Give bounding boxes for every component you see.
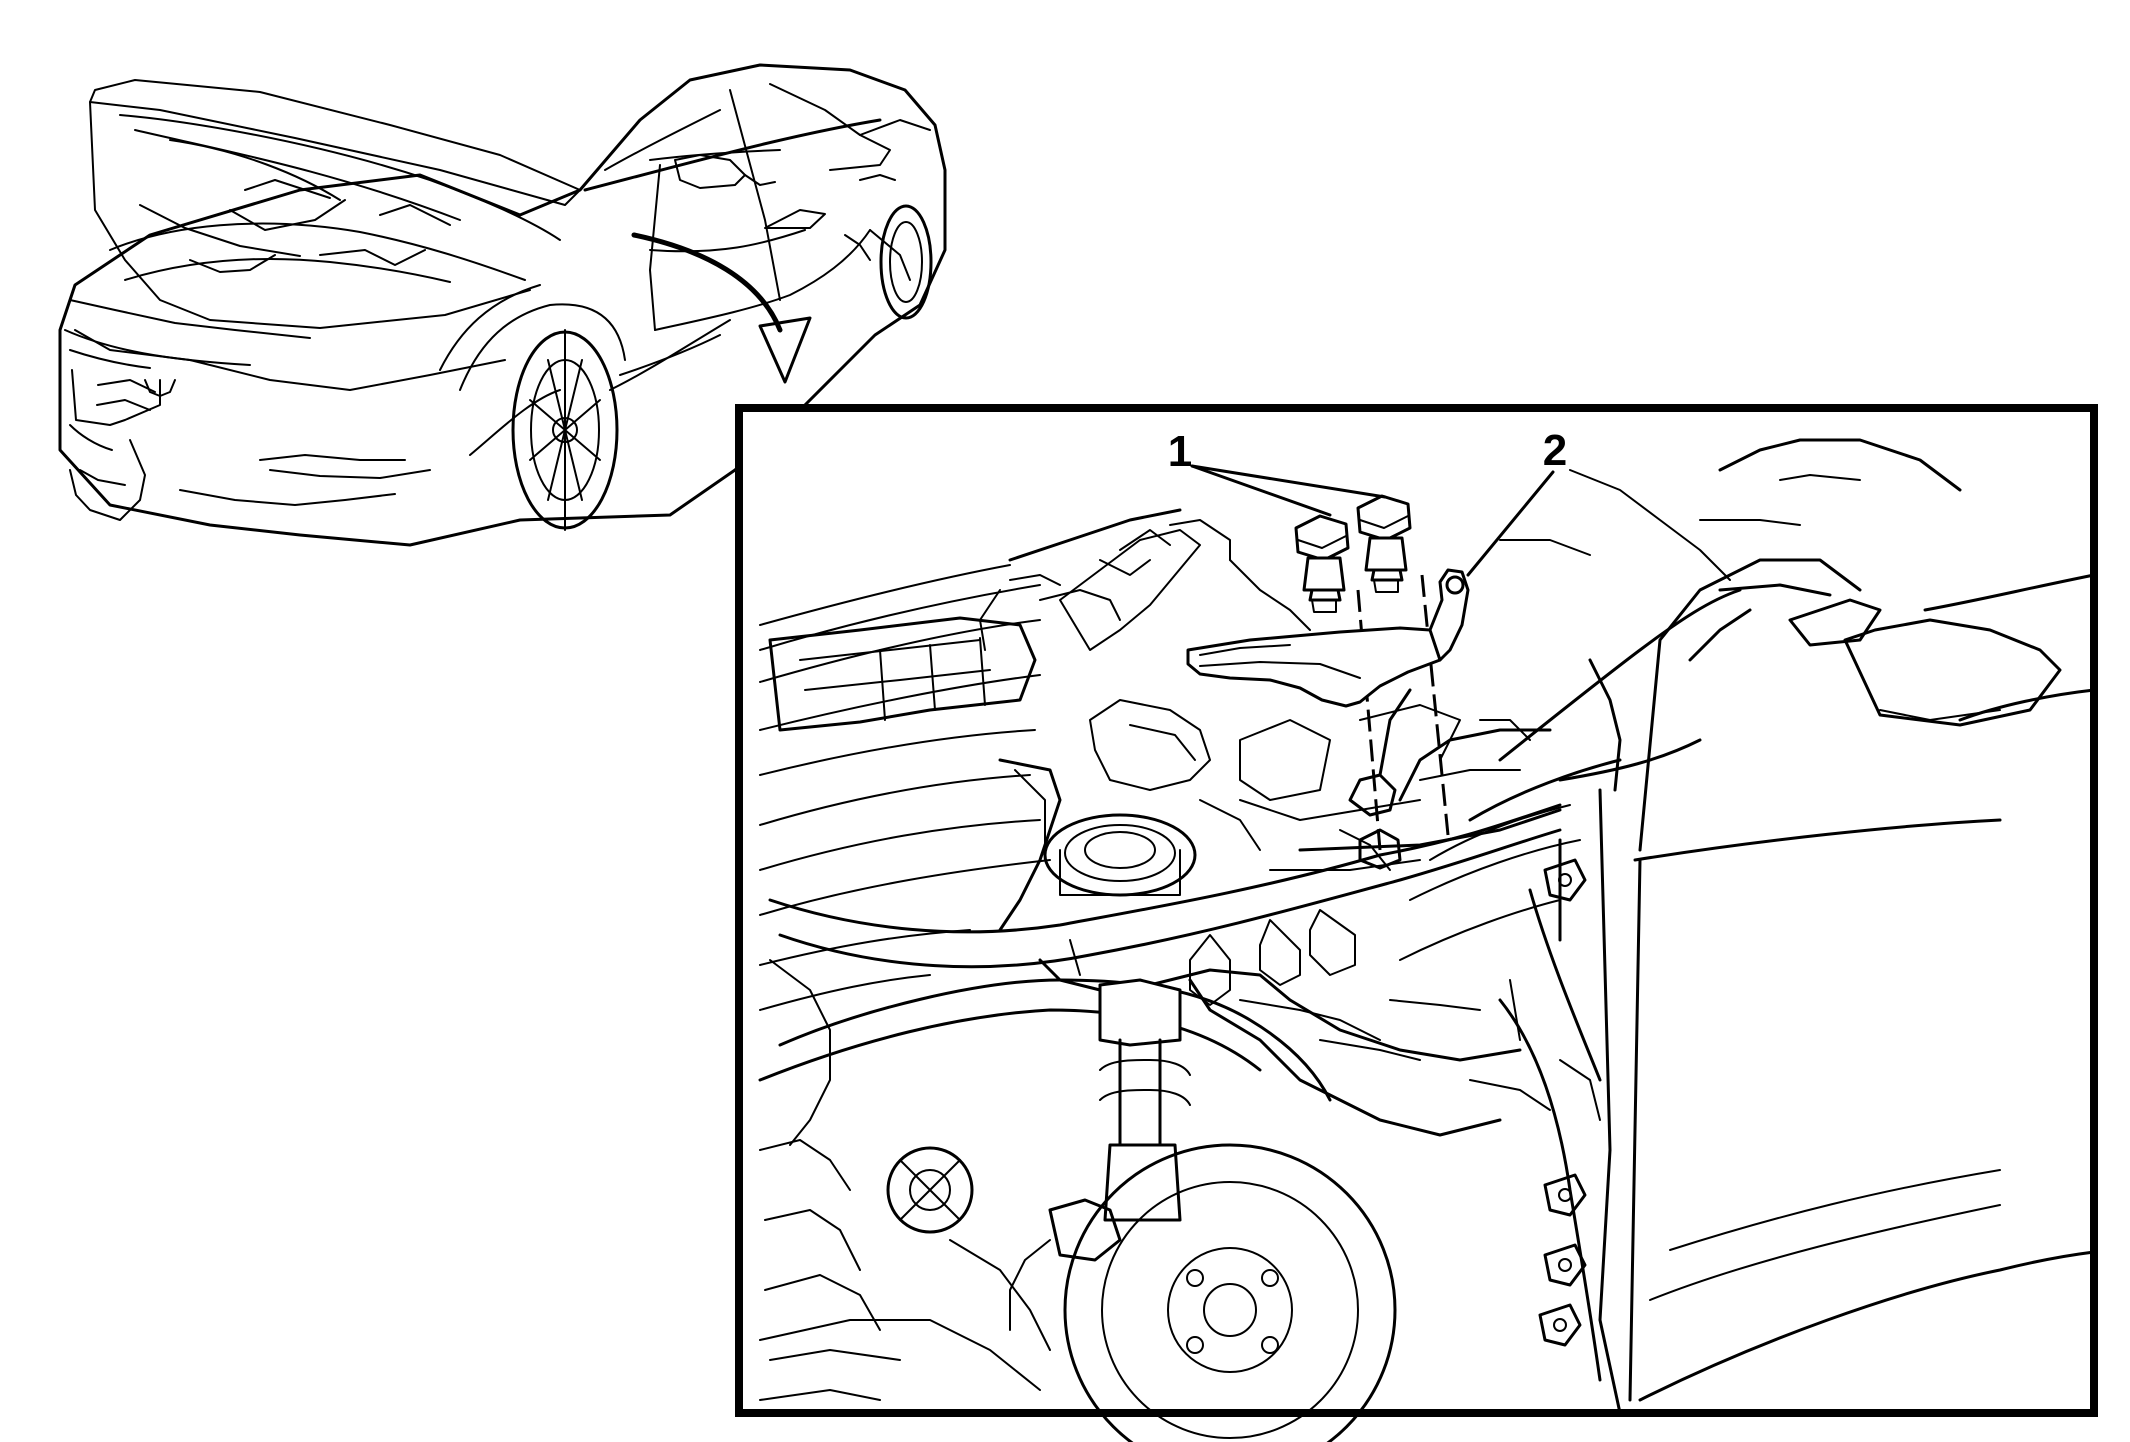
vehicle-overview-illustration	[58, 63, 947, 547]
bolt-1b	[1356, 494, 1412, 593]
callout-2: 2	[1466, 426, 1567, 577]
callout-label-2: 2	[1543, 426, 1567, 475]
callout-1: 1	[1168, 427, 1387, 517]
engine-compartment-detail	[758, 438, 2096, 1442]
detail-frame	[735, 404, 2098, 1417]
bolt-1a	[1294, 514, 1350, 613]
bracket	[1186, 568, 1470, 708]
curved-arrow-icon	[631, 232, 812, 384]
callout-label-1: 1	[1168, 427, 1192, 476]
